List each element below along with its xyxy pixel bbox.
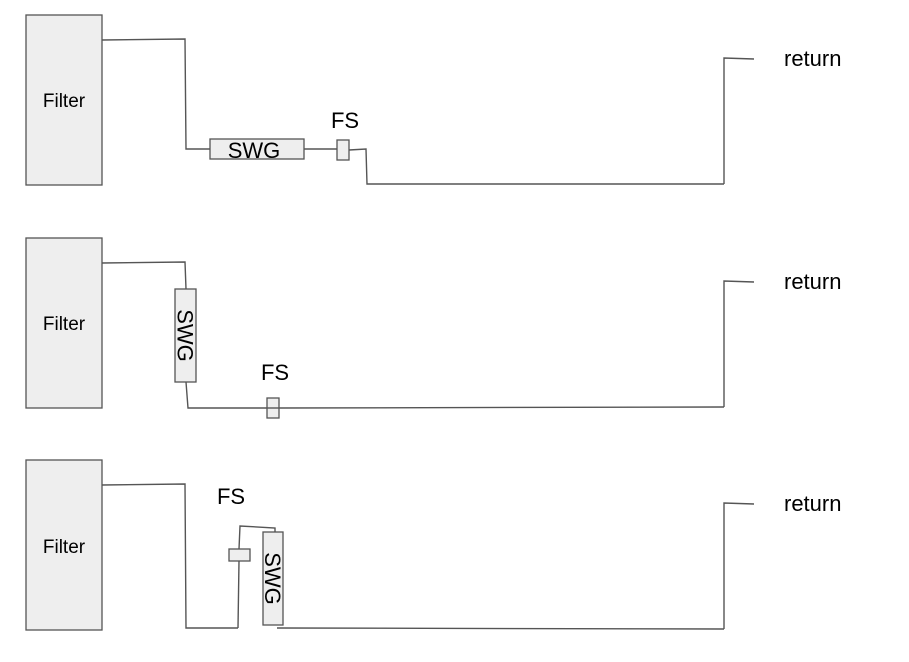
return-riser <box>723 502 755 629</box>
pipe-fs-to-return <box>278 406 725 409</box>
filter-box <box>25 459 103 631</box>
return-label: return <box>784 46 841 71</box>
diagram-2: Filter SWG FS return <box>25 237 841 419</box>
flow-switch <box>228 548 251 562</box>
swg-unit <box>262 531 284 626</box>
pipe-riser-to-fs <box>237 560 240 629</box>
diagram-1: Filter SWG FS return <box>25 14 841 186</box>
filter-label: Filter <box>43 314 86 335</box>
pipe-filter-to-swg <box>101 38 210 150</box>
fs-label: FS <box>217 484 245 509</box>
pipe-filter-to-fs <box>101 483 238 629</box>
diagram-3: Filter FS SWG return <box>25 459 841 631</box>
swg-label: SWG <box>173 309 198 362</box>
return-riser <box>723 57 755 184</box>
filter-box <box>25 237 103 409</box>
flow-switch <box>336 139 350 161</box>
filter-label: Filter <box>43 537 86 558</box>
pipe-swg-to-fs <box>185 381 267 409</box>
filter-box <box>25 14 103 186</box>
fs-label: FS <box>331 108 359 133</box>
fs-label: FS <box>261 360 289 385</box>
return-riser <box>723 280 755 407</box>
return-label: return <box>784 269 841 294</box>
pipe-filter-to-swg <box>101 261 187 290</box>
pipe-fs-to-return <box>348 148 724 185</box>
filter-label: Filter <box>43 91 86 112</box>
swg-label: SWG <box>228 138 281 163</box>
return-label: return <box>784 491 841 516</box>
swg-unit <box>174 288 197 383</box>
swg-label: SWG <box>260 552 285 605</box>
pipe-swg-to-return <box>276 627 725 630</box>
pipe-fs-to-swg <box>238 525 276 550</box>
